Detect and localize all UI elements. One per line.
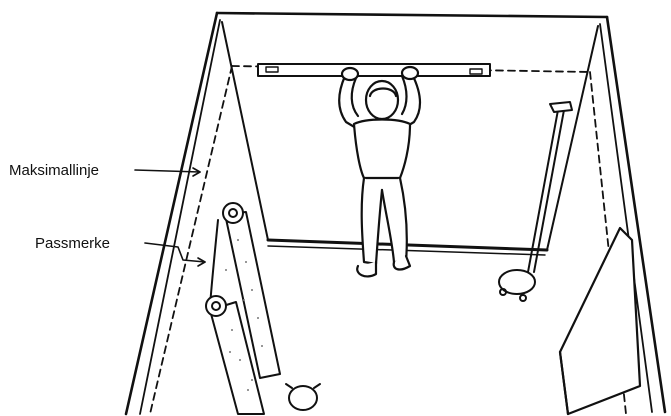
registration-mark-label: Passmerke — [35, 236, 110, 251]
straightedge — [258, 64, 490, 76]
maximum-line-label: Maksimallinje — [9, 163, 99, 178]
floor-roller — [286, 384, 320, 410]
door-panel — [560, 228, 640, 414]
support-pole — [499, 102, 572, 301]
wallpaper-rolls — [206, 203, 280, 414]
